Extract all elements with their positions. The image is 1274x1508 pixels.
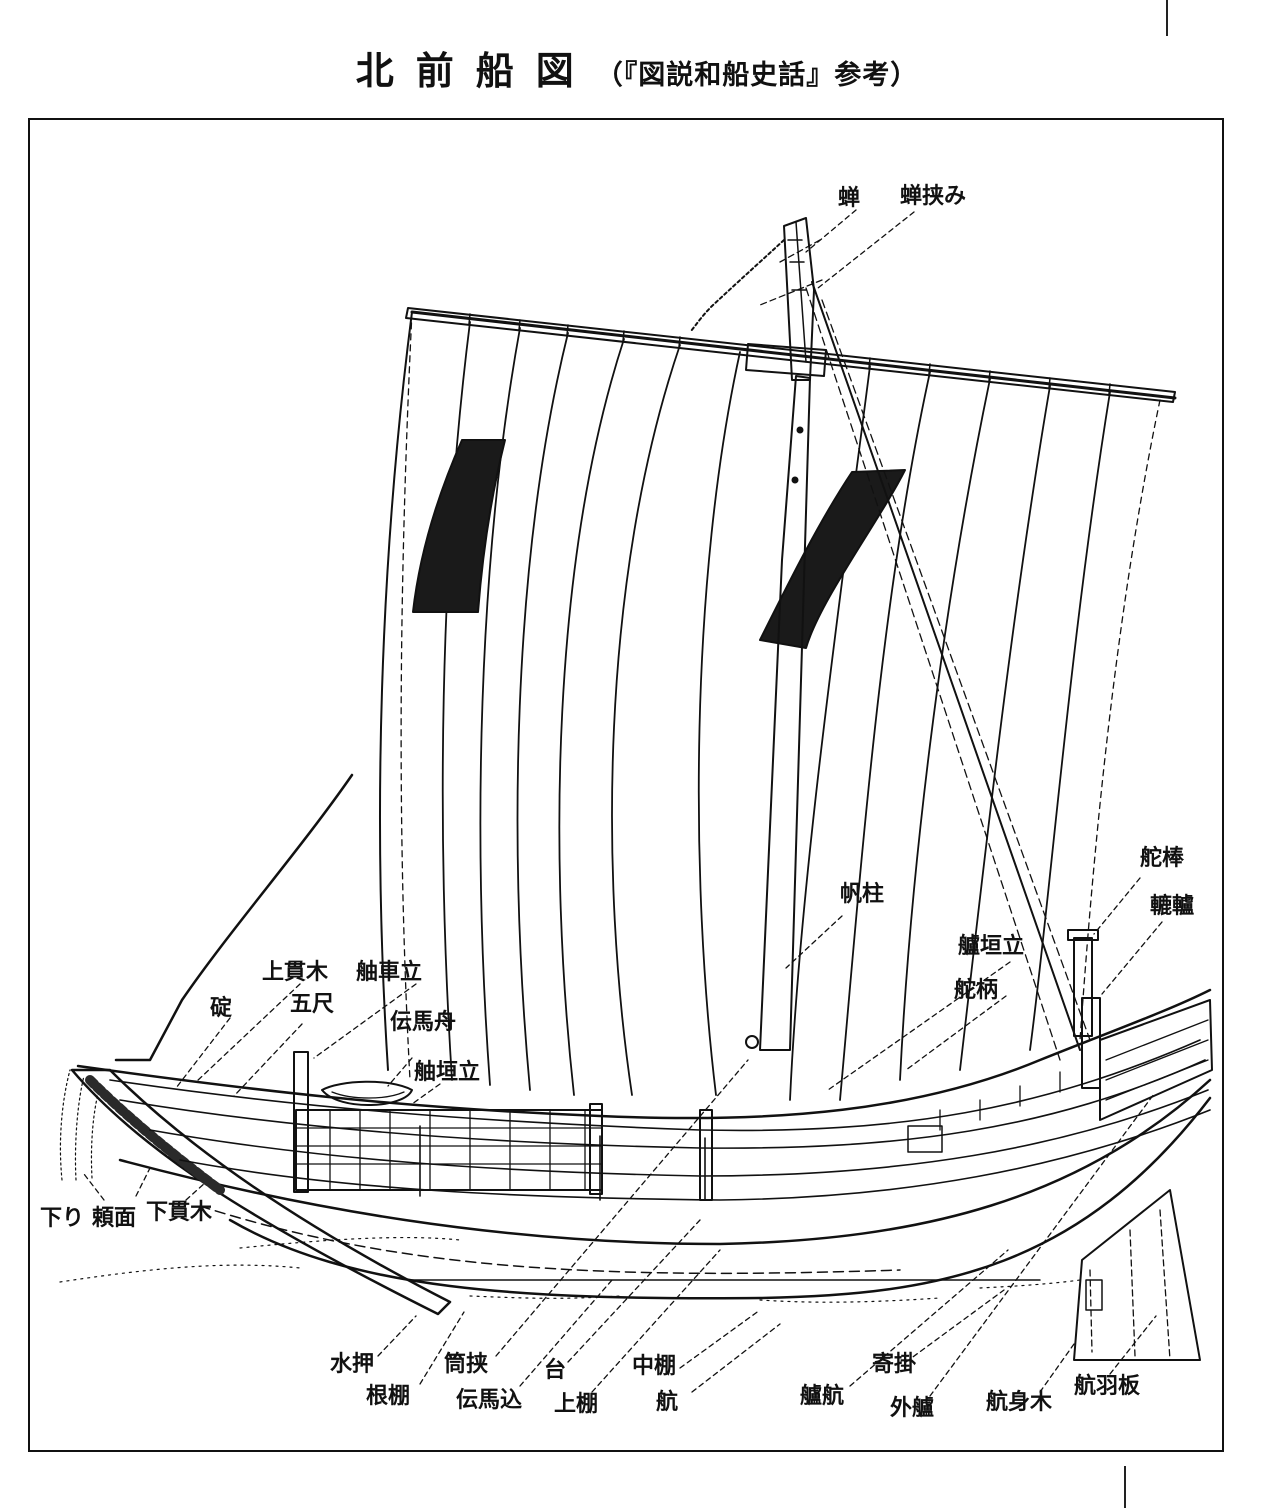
label-semi: 蝉 <box>838 186 861 211</box>
scan-edge-mark <box>1166 0 1168 36</box>
label-mizuoshi: 水押 <box>330 1352 375 1377</box>
label-jikugaki-tate: 舳垣立 <box>414 1060 481 1085</box>
scan-edge-mark <box>1124 1466 1126 1508</box>
label-kawaramiki: 航身木 <box>986 1390 1053 1415</box>
water-texture <box>59 1236 1081 1303</box>
label-kawara: 航 <box>656 1390 679 1415</box>
label-jikuruma-tate: 舳車立 <box>356 960 423 985</box>
title-main: 北前船図 <box>355 49 596 93</box>
label-uwanuki: 上貫木 <box>262 960 329 985</box>
label-dabo: 舵棒 <box>1140 846 1185 871</box>
label-sagari: 下り <box>40 1206 85 1231</box>
label-uwatana: 上棚 <box>554 1392 599 1417</box>
label-tsurano: 頼面 <box>92 1206 137 1231</box>
hull-waterline <box>118 1078 1212 1246</box>
bow-stem <box>70 1068 452 1316</box>
label-hobashira: 帆柱 <box>840 882 885 907</box>
mast-head <box>783 217 815 381</box>
hull-keel <box>228 1096 1212 1300</box>
leader-lines <box>83 209 1163 1397</box>
label-shitanuki: 下貫木 <box>146 1200 213 1225</box>
label-tomokawara: 艫航 <box>800 1384 845 1409</box>
label-toriigaki-tate: 艫垣立 <box>958 934 1025 959</box>
mast-collar <box>745 343 827 377</box>
planking-lines <box>109 1039 1211 1201</box>
label-semi-hasami: 蝉挟み <box>900 184 967 209</box>
diagram-frame <box>28 118 1224 1452</box>
label-goshaku: 五尺 <box>290 992 335 1017</box>
sail-seams <box>441 321 1111 1101</box>
label-nakatana: 中棚 <box>632 1354 677 1379</box>
bow-foam <box>59 1069 99 1181</box>
page-title: 北前船図（『図説和船史話』参考） <box>0 40 1274 95</box>
label-temmagome: 伝馬込 <box>456 1388 523 1413</box>
tender-boat <box>321 1080 413 1107</box>
rudder <box>1073 1189 1201 1361</box>
label-netana: 根棚 <box>366 1384 411 1409</box>
label-ikari: 碇 <box>210 996 233 1021</box>
label-dagara: 舵柄 <box>954 978 999 1003</box>
label-rokuro: 轆轤 <box>1150 894 1195 919</box>
stay-front <box>811 281 1081 1051</box>
yard <box>405 307 1176 403</box>
label-temmabune: 伝馬舟 <box>390 1010 457 1035</box>
label-sotodomo: 外艫 <box>890 1396 935 1421</box>
cargo-frame <box>295 1109 603 1191</box>
anchor-rope <box>114 773 354 1062</box>
mast <box>759 375 811 1051</box>
hull-top <box>76 988 1212 1120</box>
label-kawarahaita: 航羽板 <box>1074 1374 1141 1399</box>
label-tsutsuhasami: 筒挟 <box>444 1352 489 1377</box>
sail-outline <box>379 311 413 1071</box>
label-yorikake: 寄掛 <box>872 1352 917 1377</box>
sail-mark-left <box>412 439 506 613</box>
label-dai: 台 <box>544 1358 567 1383</box>
title-subtitle: （『図説和船史話』参考） <box>595 60 919 91</box>
